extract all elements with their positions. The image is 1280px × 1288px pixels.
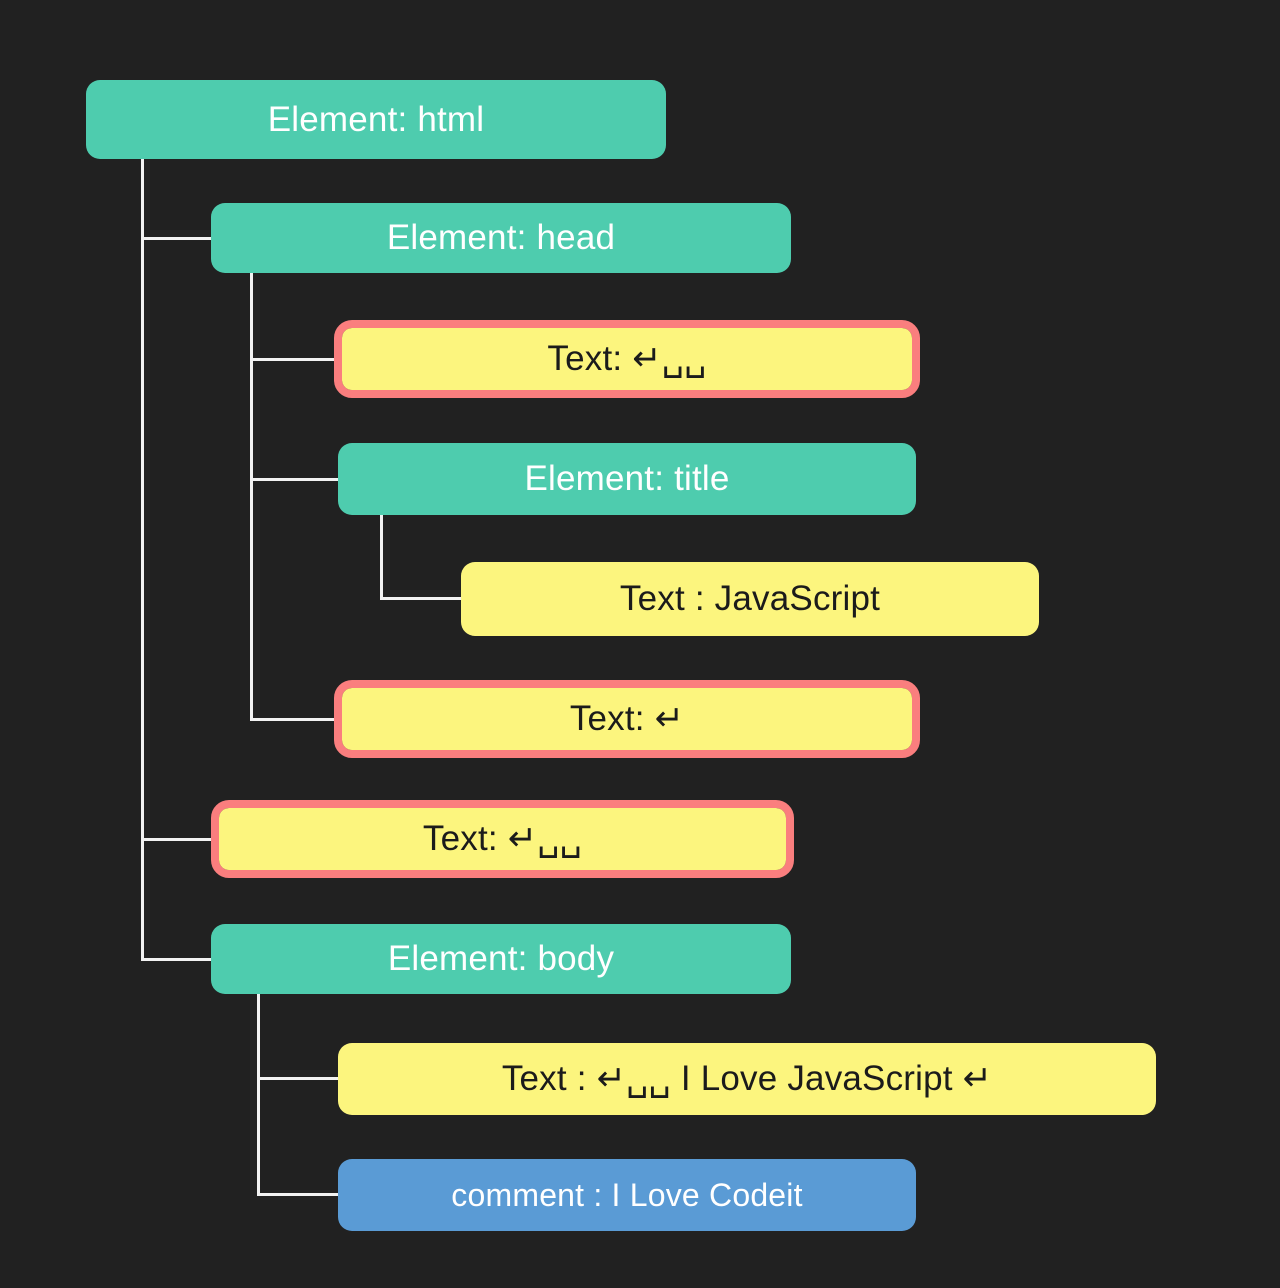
node-element-title[interactable]: Element: title [338,443,916,515]
connector-title-to-text [380,597,465,600]
node-label: comment : I Love Codeit [451,1176,803,1213]
node-text-body-content[interactable]: Text : ↵␣␣ I Love JavaScript ↵ [338,1043,1156,1115]
connector-html-to-body [141,958,213,961]
connector-head-spine [250,272,253,721]
connector-html-to-head [141,237,213,240]
connector-head-to-title [250,478,338,481]
node-label: Element: head [386,218,616,257]
connector-body-to-text [257,1077,342,1080]
connector-body-to-comment [257,1193,342,1196]
node-label: Element: title [524,459,730,498]
node-comment-body[interactable]: comment : I Love Codeit [338,1159,916,1231]
node-label: Text: ↵␣␣ [422,819,583,858]
connector-head-to-text1 [250,358,338,361]
connector-html-to-text [141,838,213,841]
node-element-html[interactable]: Element: html [86,80,666,159]
node-text-html-whitespace[interactable]: Text: ↵␣␣ [211,800,794,878]
node-text-title-javascript[interactable]: Text : JavaScript [461,562,1039,636]
node-label: Text: ↵␣␣ [547,339,707,378]
connector-body-spine [257,993,260,1196]
node-label: Text: ↵ [569,699,685,738]
node-label: Element: body [387,939,615,978]
node-text-head-whitespace-1[interactable]: Text: ↵␣␣ [334,320,920,398]
node-label: Element: html [267,99,485,139]
node-label: Text : JavaScript [619,579,881,618]
node-element-head[interactable]: Element: head [211,203,791,273]
node-label: Text : ↵␣␣ I Love JavaScript ↵ [501,1059,993,1098]
node-text-head-whitespace-2[interactable]: Text: ↵ [334,680,920,758]
node-element-body[interactable]: Element: body [211,924,791,994]
connector-title-spine [380,513,383,600]
connector-html-spine [141,158,144,961]
connector-head-to-text2 [250,718,338,721]
